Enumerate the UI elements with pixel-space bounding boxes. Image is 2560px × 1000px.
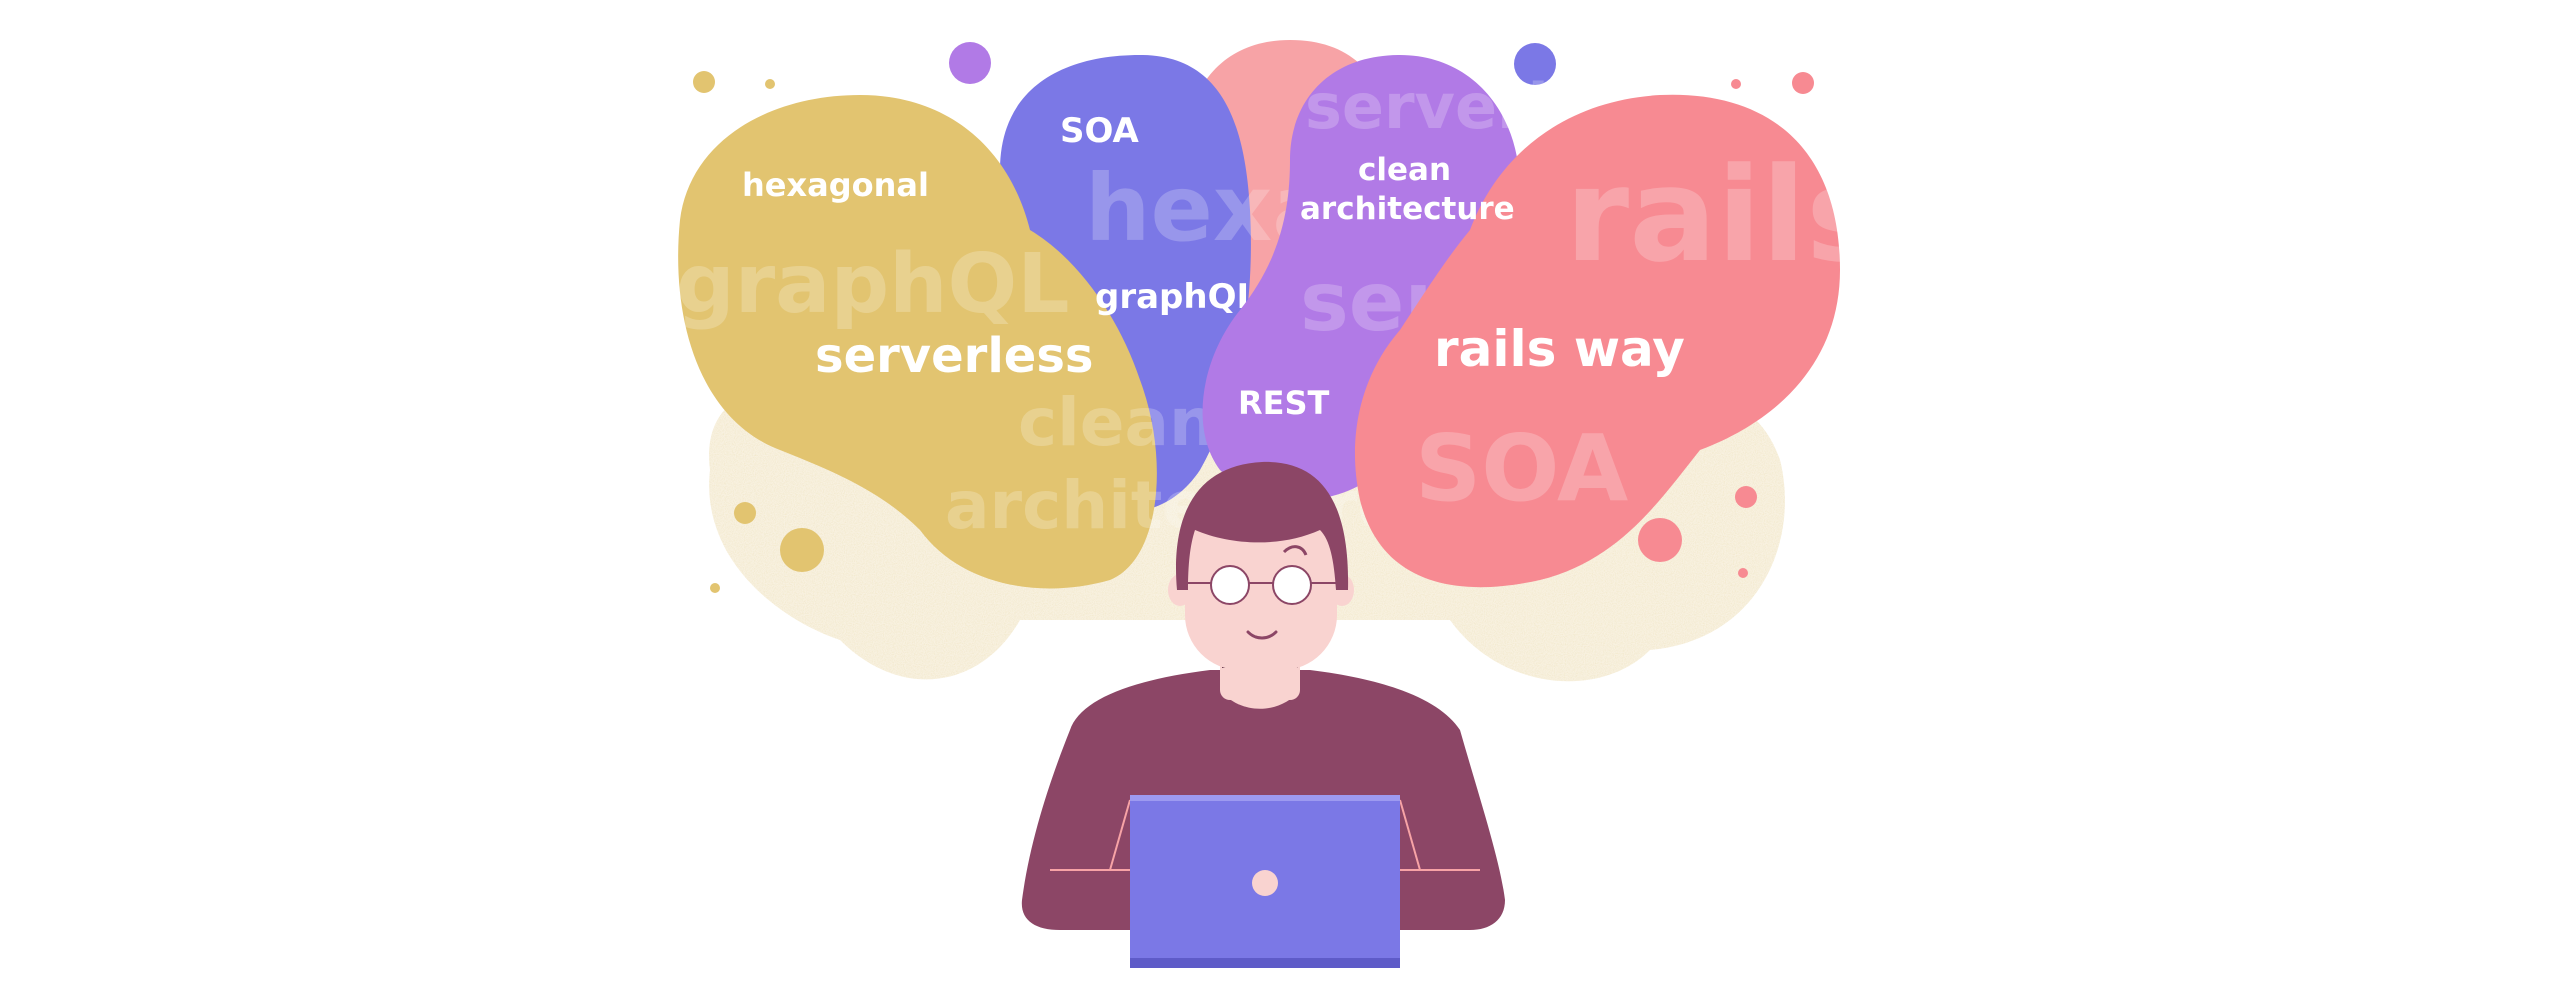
background-word: rails — [1565, 139, 1883, 291]
decorative-dots — [693, 42, 1814, 593]
dot — [765, 79, 775, 89]
bubble-label: SOA — [1060, 111, 1139, 151]
dot — [693, 71, 715, 93]
bubble-label: graphQL — [1095, 277, 1258, 317]
hair — [1176, 461, 1349, 590]
bubble-labels: hexagonal serverless SOA clean architect… — [742, 111, 1685, 422]
dot — [1638, 518, 1682, 562]
bubble-label: hexagonal — [742, 166, 929, 204]
background-word: clean — [1018, 384, 1216, 461]
background-word: graphQL — [676, 237, 1070, 332]
dot — [710, 583, 720, 593]
thought-bubble-coral: rails SOA — [1354, 94, 1883, 588]
dot — [1735, 486, 1757, 508]
bubble-label: REST — [1238, 384, 1330, 422]
laptop-icon — [1130, 795, 1400, 968]
dot — [780, 528, 824, 572]
laptop-base — [1130, 958, 1400, 968]
dot — [1792, 72, 1814, 94]
mouth — [1246, 630, 1278, 640]
dot — [1731, 79, 1741, 89]
background-word: SOA — [1415, 415, 1628, 522]
dot — [734, 502, 756, 524]
dot — [949, 42, 991, 84]
dot — [1738, 568, 1748, 578]
bubble-label: rails way — [1434, 320, 1685, 378]
glasses-icon — [1180, 565, 1342, 605]
bubble-label: clean — [1358, 152, 1451, 188]
bubble-label: architecture — [1300, 191, 1515, 227]
bubble-label: serverless — [815, 328, 1093, 384]
laptop-logo — [1252, 870, 1278, 896]
dot — [1514, 43, 1556, 85]
